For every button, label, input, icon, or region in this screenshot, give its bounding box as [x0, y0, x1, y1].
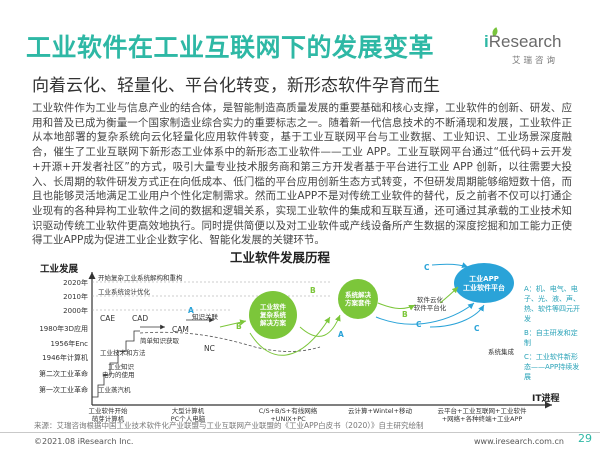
source-note: 来源：艾瑞咨询根据中国工业技术软件化产业联盟与工业互联网产业联盟的《工业APP白… [34, 421, 424, 430]
label-c-3: C [474, 324, 480, 333]
x-tick-1-line1: 工业软件开始 [89, 406, 129, 415]
label-big-system: 开始复杂工业系统解构和重构 [98, 273, 183, 282]
label-system-integration: 系统集成 [488, 347, 515, 356]
legend-b: B：自主研发和定制 [524, 329, 578, 347]
page-title: 工业软件在工业互联网下的发展变革 [26, 33, 435, 62]
copyright: ©2021.08 iResearch Inc. [34, 437, 134, 446]
y-tick-2000: 2000年 [63, 306, 88, 315]
x-tick-1: 工业软件开始萌芽计算机 [89, 406, 129, 423]
logo-subtext: 艾瑞咨询 [512, 56, 559, 66]
legend-a: A：机、电气、电子、光、液、声、热、软件等四元开发 [524, 285, 580, 323]
label-nc: NC [204, 344, 215, 353]
y-tick-2020: 2020年 [63, 278, 88, 287]
label-c-2: C [416, 320, 422, 329]
x-tick-2-line2: PC个人电脑 [171, 414, 206, 423]
label-tech-methods: 工业技术和方法 [100, 348, 146, 357]
label-simple-knowledge: 简单知识获取 [140, 336, 180, 345]
x-tick-5-line2: +网络+各种终端+工业APP [442, 414, 523, 423]
x-tick-3: C/S+B/S+有线网络+UNIX+PC [259, 406, 318, 423]
node-platform-solution: 工业软件复杂系统解决方案 [249, 291, 297, 339]
x-tick-3-line2: +UNIX+PC [270, 415, 306, 423]
x-tick-5: 云平台+工业互联网+工业软件+网络+各种终端+工业APP [438, 406, 527, 423]
x-axis-label: IT进程 [532, 392, 560, 404]
label-b-1: B [236, 322, 242, 331]
node-system-suite-text: 系统解决方案套件 [345, 290, 372, 307]
legend-c: C：工业软件新形态——APP持续发展 [524, 353, 580, 381]
website-url: www.iresearch.com.cn [474, 437, 564, 446]
x-tick-3-line1: C/S+B/S+有线网络 [259, 406, 318, 415]
label-industrial-knowledge: 工业知识电力的使用 [102, 362, 135, 379]
node-platform-solution-text: 工业软件复杂系统解决方案 [259, 302, 287, 327]
x-tick-5-line1: 云平台+工业互联网+工业软件 [438, 406, 527, 415]
logo-text: iResearch [484, 32, 562, 51]
label-b-2: B [310, 286, 316, 295]
label-a-1: A [188, 306, 194, 315]
x-tick-4: 云计算+Wintel+移动 [348, 406, 412, 415]
diagram-legend: A：机、电气、电子、光、液、声、热、软件等四元开发 B：自主研发和定制 C：工业… [524, 284, 584, 386]
label-cam: CAM [172, 325, 189, 334]
label-b-3: B [402, 310, 408, 319]
label-knowledge: 知识关联 [192, 312, 219, 321]
chart-title: 工业软件发展历程 [230, 250, 331, 265]
node-system-suite: 系统解决方案套件 [338, 279, 378, 319]
label-cae: CAE [100, 314, 115, 323]
y-tick-2010: 2010年 [63, 292, 88, 301]
page-number: 29 [578, 432, 592, 445]
iresearch-logo: iResearch 艾瑞咨询 [484, 27, 574, 72]
body-paragraph: 工业软件作为工业与信息产业的结合体，是智能制造高质量发展的重要基础和核心支撑，工… [32, 102, 572, 247]
y-tick-1956: 1956年Enc [50, 339, 88, 348]
label-cad: CAD [132, 314, 148, 323]
footer-divider [0, 432, 600, 433]
label-design-opt: 工业系统设计优化 [98, 287, 151, 296]
label-steam: 工业蒸汽机 [98, 385, 131, 394]
y-tick-1946: 1946年计算机 [42, 353, 88, 362]
y-tick-first-revolution: 第一次工业革命 [39, 385, 88, 394]
y-tick-second-revolution: 第二次工业革命 [39, 369, 88, 378]
y-tick-1980: 1980年3D应用 [39, 324, 88, 333]
staircase-line [92, 330, 140, 398]
label-cloud-platform: 软件云化软件平台化 [414, 295, 447, 312]
label-c-1: C [424, 263, 430, 272]
x-tick-1-line2: 萌芽计算机 [92, 414, 125, 423]
y-axis-label: 工业发展 [40, 263, 79, 275]
label-a-2: A [338, 330, 344, 339]
software-history-diagram: 工业发展 IT进程 2020年 2010年 2000年 1980年3D应用 19… [39, 262, 560, 423]
x-tick-2-line1: 大型计算机 [172, 406, 205, 415]
page-subtitle: 向着云化、轻量化、平台化转变，新形态软件孕育而生 [32, 76, 440, 96]
dashed-growth-curve [139, 331, 321, 352]
